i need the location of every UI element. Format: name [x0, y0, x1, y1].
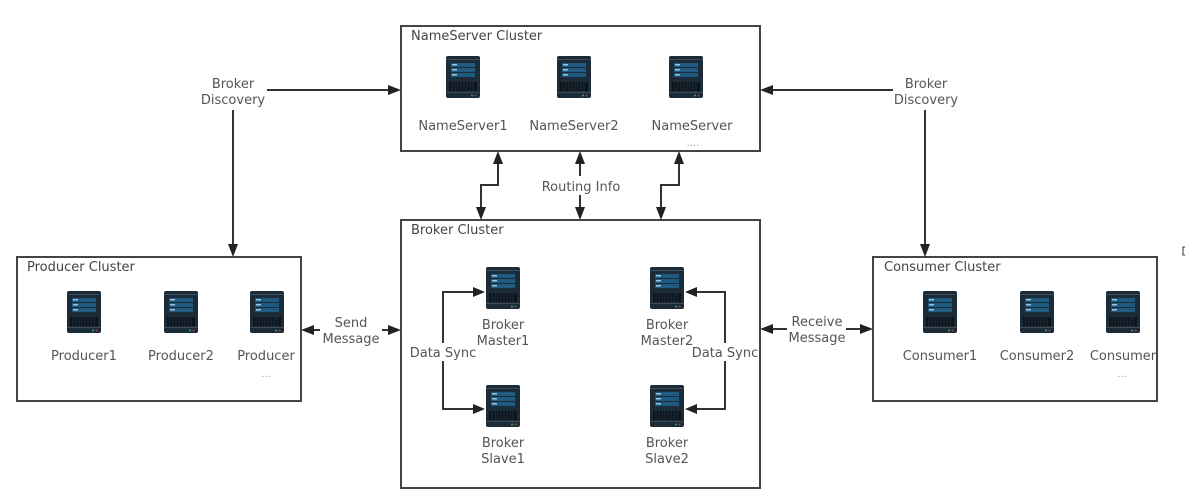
broker-discovery-right-connector: Broker Discovery	[760, 77, 958, 257]
broker-master-2: Broker Master2	[641, 266, 694, 349]
node-label: Consumer	[1090, 349, 1157, 364]
arrowhead-icon	[760, 85, 773, 95]
arrowhead-icon	[685, 287, 697, 297]
arrowhead-icon	[674, 151, 684, 164]
routing-info-left-line	[480, 163, 499, 209]
server-icon	[485, 266, 521, 310]
broker-discovery-left-label-line2: Discovery	[201, 93, 266, 108]
node-label-line1: Broker	[646, 436, 689, 451]
server-icon	[485, 384, 521, 428]
consumer-node-2: Consumer2	[1000, 290, 1075, 364]
arrowhead-icon	[228, 244, 238, 257]
broker-discovery-left-label-line1: Broker	[212, 77, 255, 92]
broker-discovery-right-label-line1: Broker	[905, 77, 948, 92]
broker-discovery-left-connector: Broker Discovery	[201, 77, 401, 257]
server-icon	[66, 290, 102, 334]
arrowhead-icon	[476, 207, 486, 220]
arrowhead-icon	[301, 325, 314, 335]
node-label-line2: Master1	[477, 334, 530, 349]
server-icon	[556, 55, 592, 99]
producer-cluster: Producer Cluster Producer1 Producer2 Pro…	[16, 256, 302, 402]
nameserver-cluster-title: NameServer Cluster	[411, 29, 543, 44]
arrowhead-icon	[920, 244, 930, 257]
server-icon	[922, 290, 958, 334]
receive-message-label-line1: Receive	[792, 315, 843, 330]
server-icon	[163, 290, 199, 334]
node-label: Producer	[237, 349, 295, 364]
node-label: NameServer1	[418, 119, 507, 134]
broker-discovery-right-label-line2: Discovery	[894, 93, 959, 108]
consumer-node-n: Consumer ...	[1090, 290, 1157, 380]
arrowhead-icon	[575, 207, 585, 220]
routing-info-label: Routing Info	[542, 180, 621, 195]
node-label-line1: Broker	[482, 318, 525, 333]
node-label-line1: Broker	[646, 318, 689, 333]
arrowhead-icon	[473, 404, 485, 414]
nameserver-node-2: NameServer2	[529, 55, 619, 134]
nameserver-node-n: NameServer ....	[652, 55, 734, 149]
data-sync-left-label: Data Sync	[410, 346, 477, 361]
data-sync-right-connector: Data Sync	[685, 287, 758, 414]
producer-node-n: Producer ...	[237, 290, 295, 380]
routing-info-right-line	[660, 163, 680, 209]
node-ellipsis: ....	[687, 138, 700, 149]
send-message-label-line2: Message	[323, 332, 380, 347]
server-icon	[249, 290, 285, 334]
broker-slave-1: Broker Slave1	[481, 384, 525, 467]
node-label: NameServer	[652, 119, 734, 134]
arrowhead-icon	[860, 324, 873, 334]
server-icon	[649, 266, 685, 310]
producer-node-2: Producer2	[148, 290, 214, 364]
arrowhead-icon	[493, 151, 503, 164]
broker-slave-2: Broker Slave2	[645, 384, 689, 467]
data-sync-right-label: Data Sync	[692, 346, 759, 361]
nameserver-node-1: NameServer1	[418, 55, 508, 134]
edge-marker	[1182, 246, 1185, 256]
broker-master-1: Broker Master1	[477, 266, 530, 349]
send-message-label-line1: Send	[335, 316, 368, 331]
data-sync-left-connector: Data Sync	[408, 287, 485, 414]
producer-node-1: Producer1	[51, 290, 117, 364]
node-label: Producer1	[51, 349, 117, 364]
arrowhead-icon	[685, 404, 697, 414]
arrowhead-icon	[575, 151, 585, 164]
node-label: NameServer2	[529, 119, 618, 134]
send-message-connector: Send Message	[301, 316, 401, 347]
receive-message-label-line2: Message	[789, 331, 846, 346]
broker-cluster: Broker Cluster Broker Master1 Broker Mas…	[400, 219, 761, 489]
routing-info-connectors: Routing Info	[476, 151, 684, 220]
node-ellipsis: ...	[261, 369, 271, 380]
arrowhead-icon	[388, 325, 401, 335]
server-icon	[668, 55, 704, 99]
broker-cluster-title: Broker Cluster	[411, 223, 504, 238]
node-label-line2: Slave1	[481, 452, 525, 467]
consumer-node-1: Consumer1	[903, 290, 978, 364]
node-label: Consumer2	[1000, 349, 1075, 364]
node-label-line1: Broker	[482, 436, 525, 451]
consumer-cluster: Consumer Cluster Consumer1 Consumer2 Con…	[872, 256, 1158, 402]
arrowhead-icon	[473, 287, 485, 297]
consumer-cluster-title: Consumer Cluster	[884, 260, 1001, 275]
node-label-line2: Master2	[641, 334, 694, 349]
node-label: Consumer1	[903, 349, 978, 364]
receive-message-connector: Receive Message	[760, 315, 873, 346]
server-icon	[1019, 290, 1055, 334]
producer-cluster-title: Producer Cluster	[27, 260, 136, 275]
server-icon	[1105, 290, 1141, 334]
node-ellipsis: ...	[1117, 369, 1127, 380]
arrowhead-icon	[760, 324, 773, 334]
node-label-line2: Slave2	[645, 452, 689, 467]
server-icon	[649, 384, 685, 428]
node-label: Producer2	[148, 349, 214, 364]
server-icon	[445, 55, 481, 99]
nameserver-cluster: NameServer Cluster NameServer1 NameServe…	[400, 25, 761, 152]
arrowhead-icon	[388, 85, 401, 95]
arrowhead-icon	[656, 207, 666, 220]
